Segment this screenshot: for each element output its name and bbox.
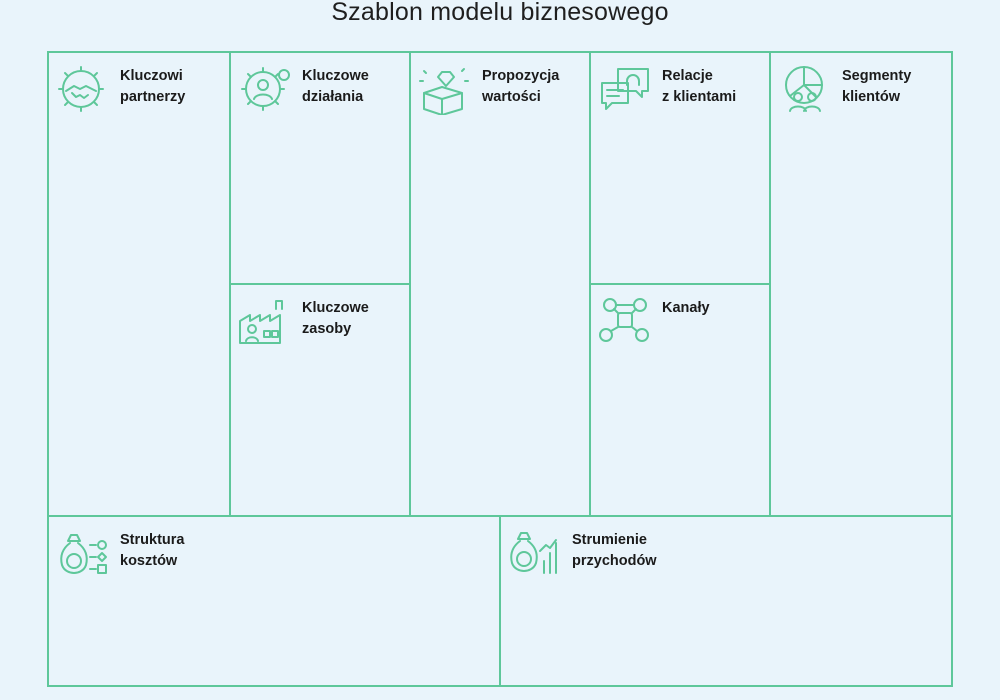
key-activities-label: Kluczowe działania — [302, 68, 369, 105]
customer-segments-label: Segmenty klientów — [842, 68, 912, 105]
customer-segments-block[interactable]: Segmenty klientów — [769, 51, 953, 517]
value-proposition-label: Propozycja wartości — [482, 68, 560, 105]
factory-worker-icon — [236, 295, 294, 347]
key-partners-block[interactable]: Kluczowi partnerzy — [47, 51, 231, 517]
value-proposition-block[interactable]: Propozycja wartości — [409, 51, 591, 517]
pie-chart-people-icon — [776, 63, 834, 115]
worker-gears-icon — [236, 63, 294, 115]
money-bag-chart-icon — [506, 527, 564, 579]
cost-structure-block[interactable]: Struktura kosztów — [47, 515, 501, 687]
key-resources-label: Kluczowe zasoby — [302, 300, 369, 337]
customer-relationships-label: Relacje z klientami — [662, 68, 737, 105]
key-resources-block[interactable]: Kluczowe zasoby — [229, 283, 411, 517]
gift-box-diamond-icon — [416, 63, 474, 115]
revenue-streams-block[interactable]: Strumienie przychodów — [499, 515, 953, 687]
money-bag-diagram-icon — [54, 527, 112, 579]
channels-block[interactable]: Kanały — [589, 283, 771, 517]
revenue-streams-label: Strumienie przychodów — [572, 532, 657, 569]
handshake-gear-icon — [54, 63, 112, 115]
key-activities-block[interactable]: Kluczowe działania — [229, 51, 411, 285]
page-title: Szablon modelu biznesowego — [331, 0, 669, 26]
customer-relationships-block[interactable]: Relacje z klientami — [589, 51, 771, 285]
key-partners-label: Kluczowi partnerzy — [120, 68, 186, 105]
chat-headset-icon — [596, 63, 654, 115]
channels-network-icon — [596, 295, 654, 347]
channels-label: Kanały — [662, 300, 710, 316]
cost-structure-label: Struktura kosztów — [120, 532, 185, 569]
